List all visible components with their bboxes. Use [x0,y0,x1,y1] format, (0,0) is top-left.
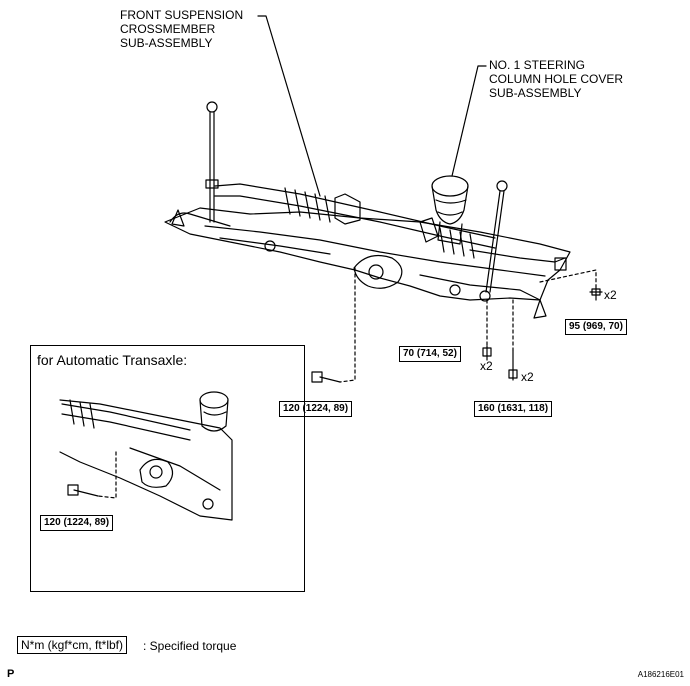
multiplier-160: x2 [521,370,534,384]
torque-95: 95 (969, 70) [565,319,627,335]
crossmember-body [164,207,571,302]
torque-160: 160 (1631, 118) [474,401,553,417]
inset-diagram [59,391,233,521]
crossmember-label: FRONT SUSPENSION CROSSMEMBER SUB-ASSEMBL… [120,8,244,50]
page-mark: P [7,668,15,680]
steering-cover-leader [451,65,487,177]
crossmember-leader [257,15,321,197]
multiplier-70: x2 [480,359,493,373]
steering-cover-label: NO. 1 STEERING COLUMN HOLE COVER SUB-ASS… [489,58,624,100]
torque-70: 70 (714, 52) [399,346,461,362]
torque-120: 120 (1224, 89) [279,401,353,417]
stabilizer-links [205,101,508,293]
dashed-leaders [339,267,597,383]
steering-column-cover [431,175,469,245]
automatic-transaxle-inset: for Automatic Transaxle: [30,345,305,592]
ball-joints [171,209,567,319]
torque-legend-description: : Specified torque [143,639,237,653]
main-bolts [311,285,603,383]
multiplier-95: x2 [604,288,617,302]
inset-title: for Automatic Transaxle: [37,352,188,368]
steering-rack [214,183,496,259]
torque-120-inset: 120 (1224, 89) [40,515,114,531]
torque-unit-legend: N*m (kgf*cm, ft*lbf) [17,636,128,654]
figure-id: A186216E01 [637,670,684,679]
